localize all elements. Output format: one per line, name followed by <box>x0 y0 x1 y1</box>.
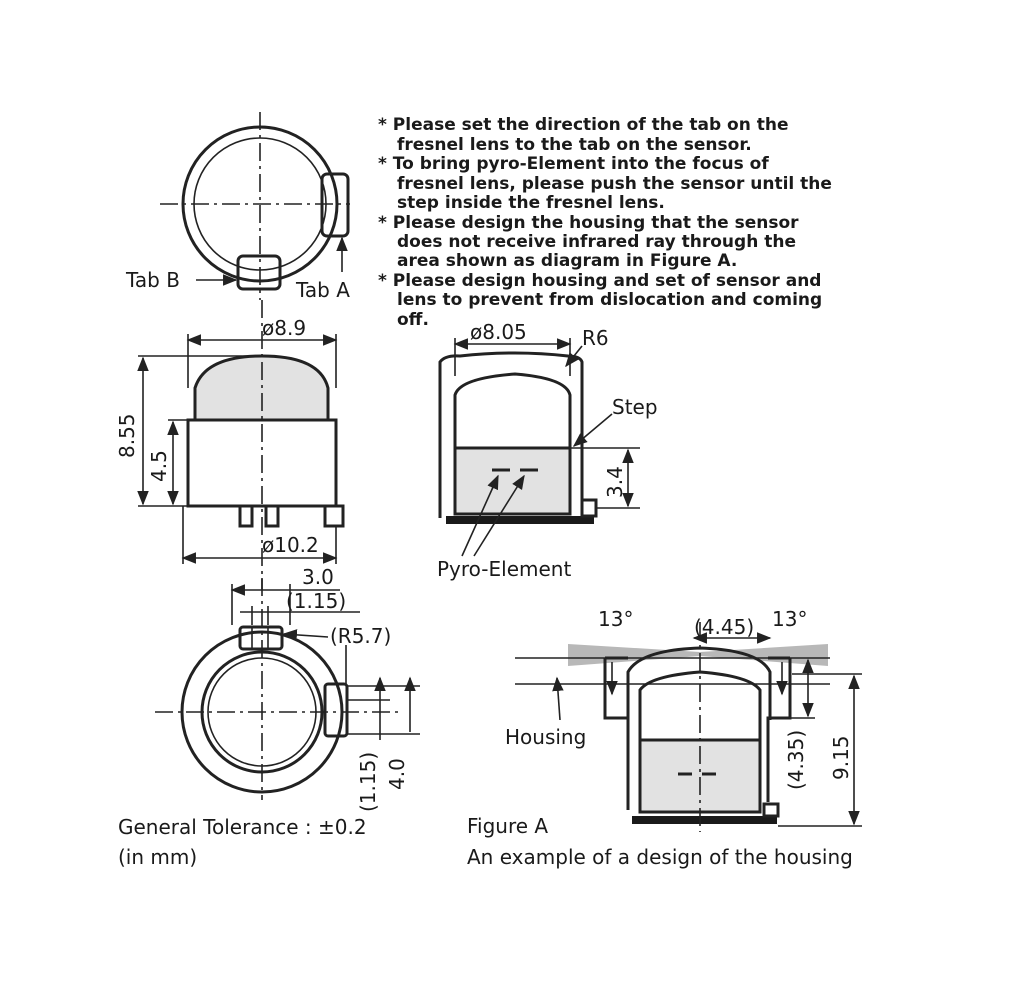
general-tolerance: General Tolerance : ±0.2 <box>118 815 367 839</box>
note-line: fresnel lens, please push the sensor unt… <box>397 174 832 194</box>
dim-r6: R6 <box>582 326 609 350</box>
dim-w-4-45: (4.45) <box>694 615 754 639</box>
figure-a-title: Figure A <box>467 814 548 838</box>
note-line: * Please design housing and set of senso… <box>378 271 821 291</box>
lens-body <box>186 418 338 508</box>
lens-top-view: Tab B Tab A <box>125 112 350 302</box>
pyro-element-label: Pyro-Element <box>437 557 571 581</box>
angle-13-left: 13° <box>598 607 633 631</box>
note-line: * Please design the housing that the sen… <box>378 213 799 233</box>
note-line: * To bring pyro-Element into the focus o… <box>378 154 769 174</box>
dim-dia-10-2: ø10.2 <box>262 533 319 557</box>
tab-a-label: Tab A <box>295 278 350 302</box>
figure-a-caption: An example of a design of the housing <box>467 845 853 869</box>
step-label: Step <box>612 395 658 419</box>
note-line: off. <box>397 310 429 330</box>
dim-dia-8-05: ø8.05 <box>470 320 527 344</box>
dim-v-1-15: (1.15) <box>356 752 380 812</box>
dim-v-9-15: 9.15 <box>829 735 853 780</box>
dim-dia-8-9: ø8.9 <box>262 316 306 340</box>
sensor-body <box>453 446 572 516</box>
note-line: fresnel lens to the tab on the sensor. <box>397 135 752 155</box>
dim-w-1-15: (1.15) <box>286 589 346 613</box>
dim-r5-7: (R5.7) <box>330 624 391 648</box>
tab-a-shape <box>320 172 350 238</box>
lens-cross-section: ø8.05 R6 Step 3.4 Pyro-Element <box>437 320 658 581</box>
figure-a-housing: 13° 13° (4.45) Housing (4.35) 9.15 <box>505 607 862 832</box>
lens-side-view: ø8.9 8.55 4.5 ø10.2 <box>115 300 345 590</box>
tab-b-label: Tab B <box>125 268 180 292</box>
dim-h-4-5: 4.5 <box>147 450 171 482</box>
units-note: (in mm) <box>118 845 197 869</box>
note-line: * Please set the direction of the tab on… <box>378 115 789 135</box>
lens-bottom-view: 3.0 (1.15) (R5.7) (1.15) 4.0 <box>155 565 420 812</box>
dim-v-4-35: (4.35) <box>784 730 808 790</box>
note-line: does not receive infrared ray through th… <box>397 232 796 252</box>
angle-13-right: 13° <box>772 607 807 631</box>
note-line: step inside the fresnel lens. <box>397 193 665 213</box>
dim-h-8-55: 8.55 <box>115 413 139 458</box>
note-line: lens to prevent from dislocation and com… <box>397 290 822 310</box>
notes-block: * Please set the direction of the tab on… <box>378 115 832 330</box>
housing-label: Housing <box>505 725 586 749</box>
tab-b-shape <box>236 254 282 291</box>
dim-w-3-0: 3.0 <box>302 565 334 589</box>
dim-v-4-0: 4.0 <box>385 758 409 790</box>
dim-h-3-4: 3.4 <box>603 466 627 498</box>
note-line: area shown as diagram in Figure A. <box>397 251 737 271</box>
